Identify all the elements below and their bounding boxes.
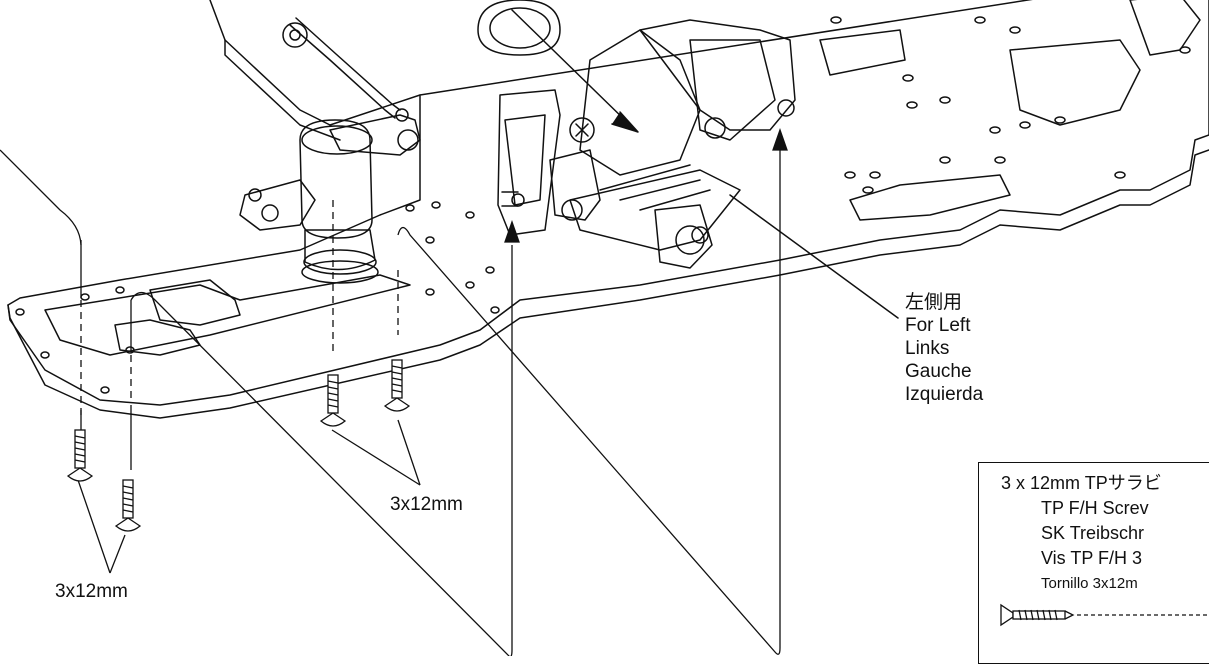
legend-spanish: Tornillo 3x12m [1041, 575, 1138, 592]
legend-screw-icon [1000, 603, 1209, 627]
note-english: For Left [905, 315, 971, 336]
upper-arm [639, 19, 796, 131]
guide-v-left [130, 245, 513, 656]
bearing-ring [477, 0, 561, 56]
screw-4 [383, 359, 411, 412]
label-leader-center-2 [397, 419, 421, 486]
plate-cutout-4 [1129, 0, 1201, 56]
steering-rod-2 [295, 17, 401, 111]
label-leader-left-1 [77, 479, 111, 574]
legend-english: TP F/H Screv [1041, 498, 1149, 518]
steering-rod [289, 24, 396, 119]
arrow-up-right [772, 128, 788, 151]
steering-knuckle [549, 149, 601, 221]
servo-saver-arm [329, 114, 421, 156]
legend-title: 3 x 12mm TPサラビ [1001, 473, 1162, 493]
hub-carrier [654, 204, 713, 269]
plate-cutout-2 [1009, 39, 1141, 126]
chassis-plate [7, 0, 1209, 406]
plate-pad-3 [114, 319, 201, 356]
chassis-plate-rail [209, 0, 421, 126]
lower-arm-rib [599, 164, 711, 211]
chassis-plate-edge [7, 149, 1209, 419]
screw-label-left: 3x12mm [55, 581, 128, 602]
note-spanish: Izquierda [905, 384, 984, 405]
screw-label-center: 3x12mm [390, 494, 463, 515]
plate-cutout-3 [849, 174, 1011, 221]
screw-3 [319, 374, 347, 427]
steering-lower-arm [239, 179, 316, 231]
steering-post-body [299, 119, 373, 239]
upright-block [497, 89, 561, 236]
label-leader-center-1 [331, 429, 421, 486]
plate-cutout-1 [819, 29, 906, 76]
plate-pad-1 [44, 274, 411, 356]
upright-screw-stub [501, 191, 519, 207]
note-leader [729, 194, 899, 319]
legend-french: Vis TP F/H 3 [1041, 548, 1143, 568]
chassis-plate-rail-2 [224, 39, 341, 141]
note-japanese: 左側用 [905, 292, 963, 313]
screw-legend-box: 3 x 12mm TPサラビ TP F/H Screv SK Treibschr… [978, 462, 1209, 664]
lower-arm [569, 169, 741, 251]
knuckle-right [689, 39, 776, 141]
assembly-arrow-head [611, 111, 639, 133]
guide-curve-left [0, 149, 82, 246]
note-french: Gauche [905, 361, 972, 382]
rod-end-ring [282, 22, 308, 48]
note-german: Links [905, 338, 950, 359]
screw-2 [114, 479, 142, 532]
legend-german: SK Treibschr [1041, 523, 1145, 543]
plate-pad-2 [149, 279, 241, 326]
plate-holes [15, 16, 1191, 394]
arrow-up-left [504, 220, 520, 243]
caster-block [579, 29, 701, 176]
screw-1 [66, 429, 94, 482]
label-leader-left-2 [109, 534, 126, 574]
guide-v-right [397, 150, 781, 655]
for-left-note: 左側用 For Left Links Gauche Izquierda [905, 291, 983, 406]
assembly-arrow-line [511, 9, 631, 126]
